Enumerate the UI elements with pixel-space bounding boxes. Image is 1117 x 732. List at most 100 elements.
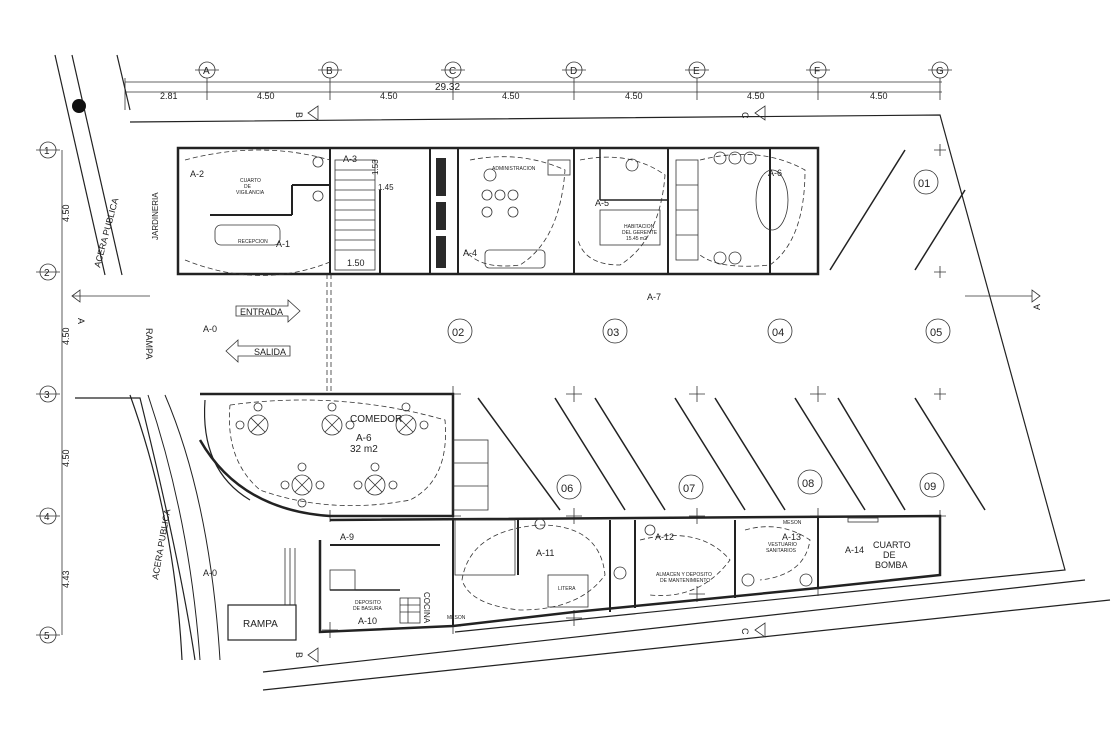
svg-text:08: 08: [802, 478, 814, 490]
column-markers: A B C D E F G: [195, 61, 952, 79]
dim-stair-b: 1.45: [378, 183, 394, 192]
salida-arrow: SALIDA: [225, 339, 291, 363]
svg-text:5: 5: [44, 631, 50, 642]
dim-left-2: 4.50: [61, 327, 71, 345]
rampa-box: RAMPA: [227, 548, 297, 641]
column-marker-f: F: [806, 61, 830, 79]
meson-label-1: MESON: [447, 615, 466, 621]
svg-text:B: B: [294, 652, 304, 658]
parking-spot-02: 02: [447, 318, 473, 344]
dim-top-7: 4.50: [870, 91, 888, 101]
hab-gerente-1: HABITACION: [624, 224, 655, 230]
site-boundary: [54, 54, 1111, 691]
dim-top-4: 4.50: [502, 91, 520, 101]
dim-stair-w: 1.50: [347, 258, 365, 268]
svg-text:4: 4: [44, 512, 50, 523]
svg-text:G: G: [936, 66, 944, 77]
svg-text:A: A: [203, 66, 210, 77]
svg-text:04: 04: [772, 327, 784, 339]
parking-spot-07: 07: [678, 474, 704, 500]
svg-text:B: B: [326, 66, 333, 77]
area-a-5: A-5: [595, 198, 609, 208]
parking-spot-04: 04: [767, 318, 793, 344]
parking-spot-08: 08: [797, 469, 823, 495]
hab-gerente-3: 15.45 m2: [626, 236, 647, 242]
rampa-box-label: RAMPA: [243, 619, 278, 630]
svg-text:F: F: [814, 66, 820, 77]
svg-text:C: C: [449, 66, 456, 77]
area-a-0-bottom: A-0: [203, 568, 217, 578]
dim-top-3: 4.50: [380, 91, 398, 101]
svg-text:D: D: [570, 66, 577, 77]
dim-top-6: 4.50: [747, 91, 765, 101]
column-marker-e: E: [685, 61, 709, 79]
vestuario-label-1: VESTUARIO: [768, 542, 797, 548]
meson-label-2: MESON: [783, 520, 802, 526]
comedor-area: 32 m2: [350, 444, 378, 455]
parking-spot-05: 05: [925, 318, 951, 344]
svg-text:02: 02: [452, 327, 464, 339]
svg-text:01: 01: [918, 178, 930, 190]
dim-stair-a: 1.53: [371, 159, 380, 175]
dim-left-3: 4.50: [61, 449, 71, 467]
column-marker-c: C: [441, 61, 465, 79]
area-a-7: A-7: [647, 292, 661, 302]
parking-spot-06: 06: [556, 474, 582, 500]
svg-text:03: 03: [607, 327, 619, 339]
column-marker-g: G: [928, 61, 952, 79]
almacen-label-1: ALMACEN Y DEPOSITO: [656, 572, 712, 578]
parking-spot-09: 09: [919, 472, 945, 498]
vestuario-label-2: SANITARIOS: [766, 548, 797, 554]
svg-text:05: 05: [930, 327, 942, 339]
svg-text:06: 06: [561, 483, 573, 495]
upper-building: [176, 146, 820, 276]
salida-label: SALIDA: [254, 347, 286, 357]
section-markers: A A B B C C: [71, 105, 1042, 663]
dim-top-1: 2.81: [160, 91, 178, 101]
dim-left-1: 4.50: [61, 204, 71, 222]
dim-total: 29.32: [435, 82, 460, 93]
column-marker-b: B: [318, 61, 342, 79]
area-a-2: A-2: [190, 169, 204, 179]
area-a-6-upper: A-6: [768, 168, 782, 178]
svg-text:A: A: [1032, 304, 1042, 310]
vigilancia-label-3: VIGILANCIA: [236, 190, 265, 196]
svg-text:09: 09: [924, 481, 936, 493]
comedor-label: COMEDOR: [350, 414, 402, 425]
vigilancia-label-1: CUARTO: [240, 178, 261, 184]
litera-label: LITERA: [558, 586, 576, 592]
area-a-12: A-12: [655, 532, 674, 542]
comedor-block: [198, 392, 489, 518]
svg-text:07: 07: [683, 483, 695, 495]
area-a-14: A-14: [845, 545, 864, 555]
row-marker-5: 5: [36, 626, 60, 644]
area-a-11: A-11: [536, 548, 554, 558]
deposito-basura-2: DE BASURA: [353, 606, 383, 612]
top-dimension: 29.32 2.81 4.50 4.50 4.50 4.50 4.50 4.50: [124, 78, 942, 110]
area-a-9: A-9: [340, 532, 354, 542]
entrada-label: ENTRADA: [240, 307, 283, 317]
dim-top-2: 4.50: [257, 91, 275, 101]
cuarto-bomba-3: BOMBA: [875, 560, 908, 570]
cuarto-bomba-1: CUARTO: [873, 540, 911, 550]
hab-gerente-2: DEL GERENTE: [622, 230, 658, 236]
row-marker-2: 2: [36, 263, 60, 281]
row-marker-1: 1: [36, 141, 60, 159]
almacen-label-2: DE MANTENIMIENTO: [660, 578, 710, 584]
cuarto-bomba-2: DE: [883, 550, 896, 560]
area-a-13: A-13: [782, 532, 801, 542]
svg-text:E: E: [693, 66, 700, 77]
jardineria-label: JARDINERIA: [151, 192, 160, 240]
recepcion-label: RECEPCION: [238, 239, 268, 245]
row-marker-3: 3: [36, 385, 60, 403]
svg-text:A: A: [76, 318, 86, 324]
svg-text:C: C: [740, 628, 750, 635]
svg-text:3: 3: [44, 390, 50, 401]
svg-text:2: 2: [44, 268, 50, 279]
area-a-3: A-3: [343, 154, 357, 164]
row-marker-4: 4: [36, 507, 60, 525]
svg-text:C: C: [740, 112, 750, 119]
parking-spot-03: 03: [602, 318, 628, 344]
row-markers: 1 2 3 4 5 4.50 4.50 4.50 4.43: [36, 141, 71, 644]
